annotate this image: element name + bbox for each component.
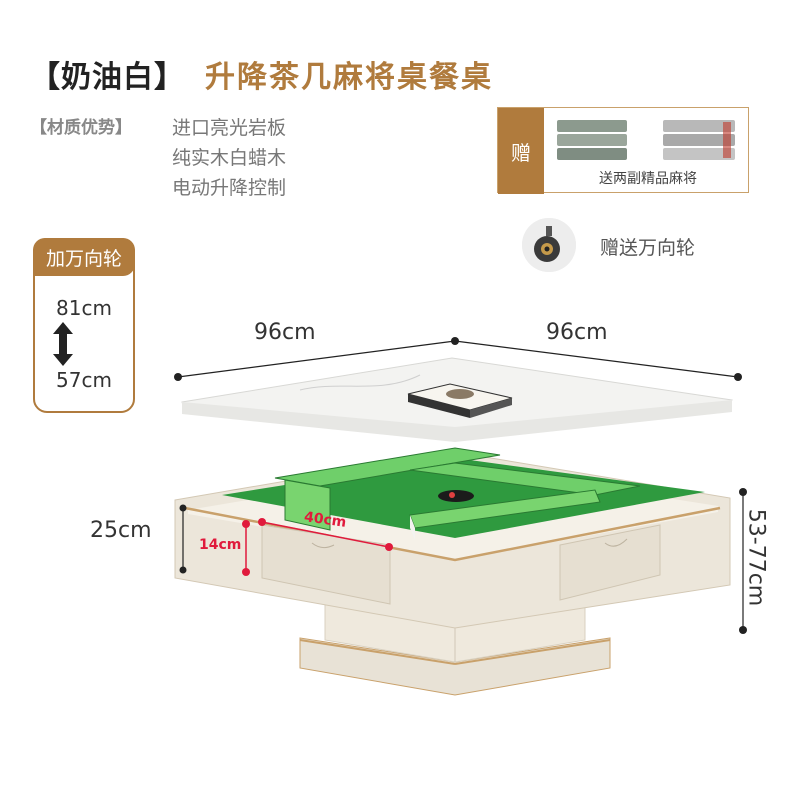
drawer-right xyxy=(559,524,661,601)
height-card-tag: 加万向轮 xyxy=(33,238,135,276)
color-title: 【奶油白】 xyxy=(30,60,185,95)
height-range-label: 53-77cm xyxy=(743,508,769,607)
material-feature-1: 进口亮光岩板 xyxy=(172,117,287,139)
height-card: 加万向轮 81cm 57cm xyxy=(33,238,135,413)
height-max: 81cm xyxy=(56,296,112,320)
up-down-arrow-icon xyxy=(53,322,73,366)
wheel-gift-text: 赠送万向轮 xyxy=(600,237,696,259)
tile-wall-left xyxy=(284,479,331,531)
drawer-depth-label: 14cm xyxy=(199,537,242,553)
material-feature-2: 纯实木白蜡木 xyxy=(172,147,287,169)
height-min: 57cm xyxy=(56,368,112,392)
width-line-right xyxy=(454,340,739,378)
material-label: 【材质优势】 xyxy=(30,118,132,138)
material-feature-3: 电动升降控制 xyxy=(172,177,287,199)
width-right-label: 96cm xyxy=(546,320,608,345)
gift-caption: 送两副精品麻将 xyxy=(599,171,697,187)
gift-tag: 赠 xyxy=(498,108,544,194)
caster-wheel-icon xyxy=(522,218,576,272)
width-line-left xyxy=(177,340,456,378)
mahjong-sets-image xyxy=(557,120,735,160)
drawer-height-label: 25cm xyxy=(90,518,152,543)
tile-wall-front xyxy=(409,489,601,529)
gift-box: 赠 送两副精品麻将 xyxy=(497,107,749,194)
product-title: 升降茶几麻将桌餐桌 xyxy=(205,60,493,95)
dice-center xyxy=(438,490,474,502)
drawer-width-line xyxy=(261,521,390,548)
width-left-label: 96cm xyxy=(254,320,316,345)
